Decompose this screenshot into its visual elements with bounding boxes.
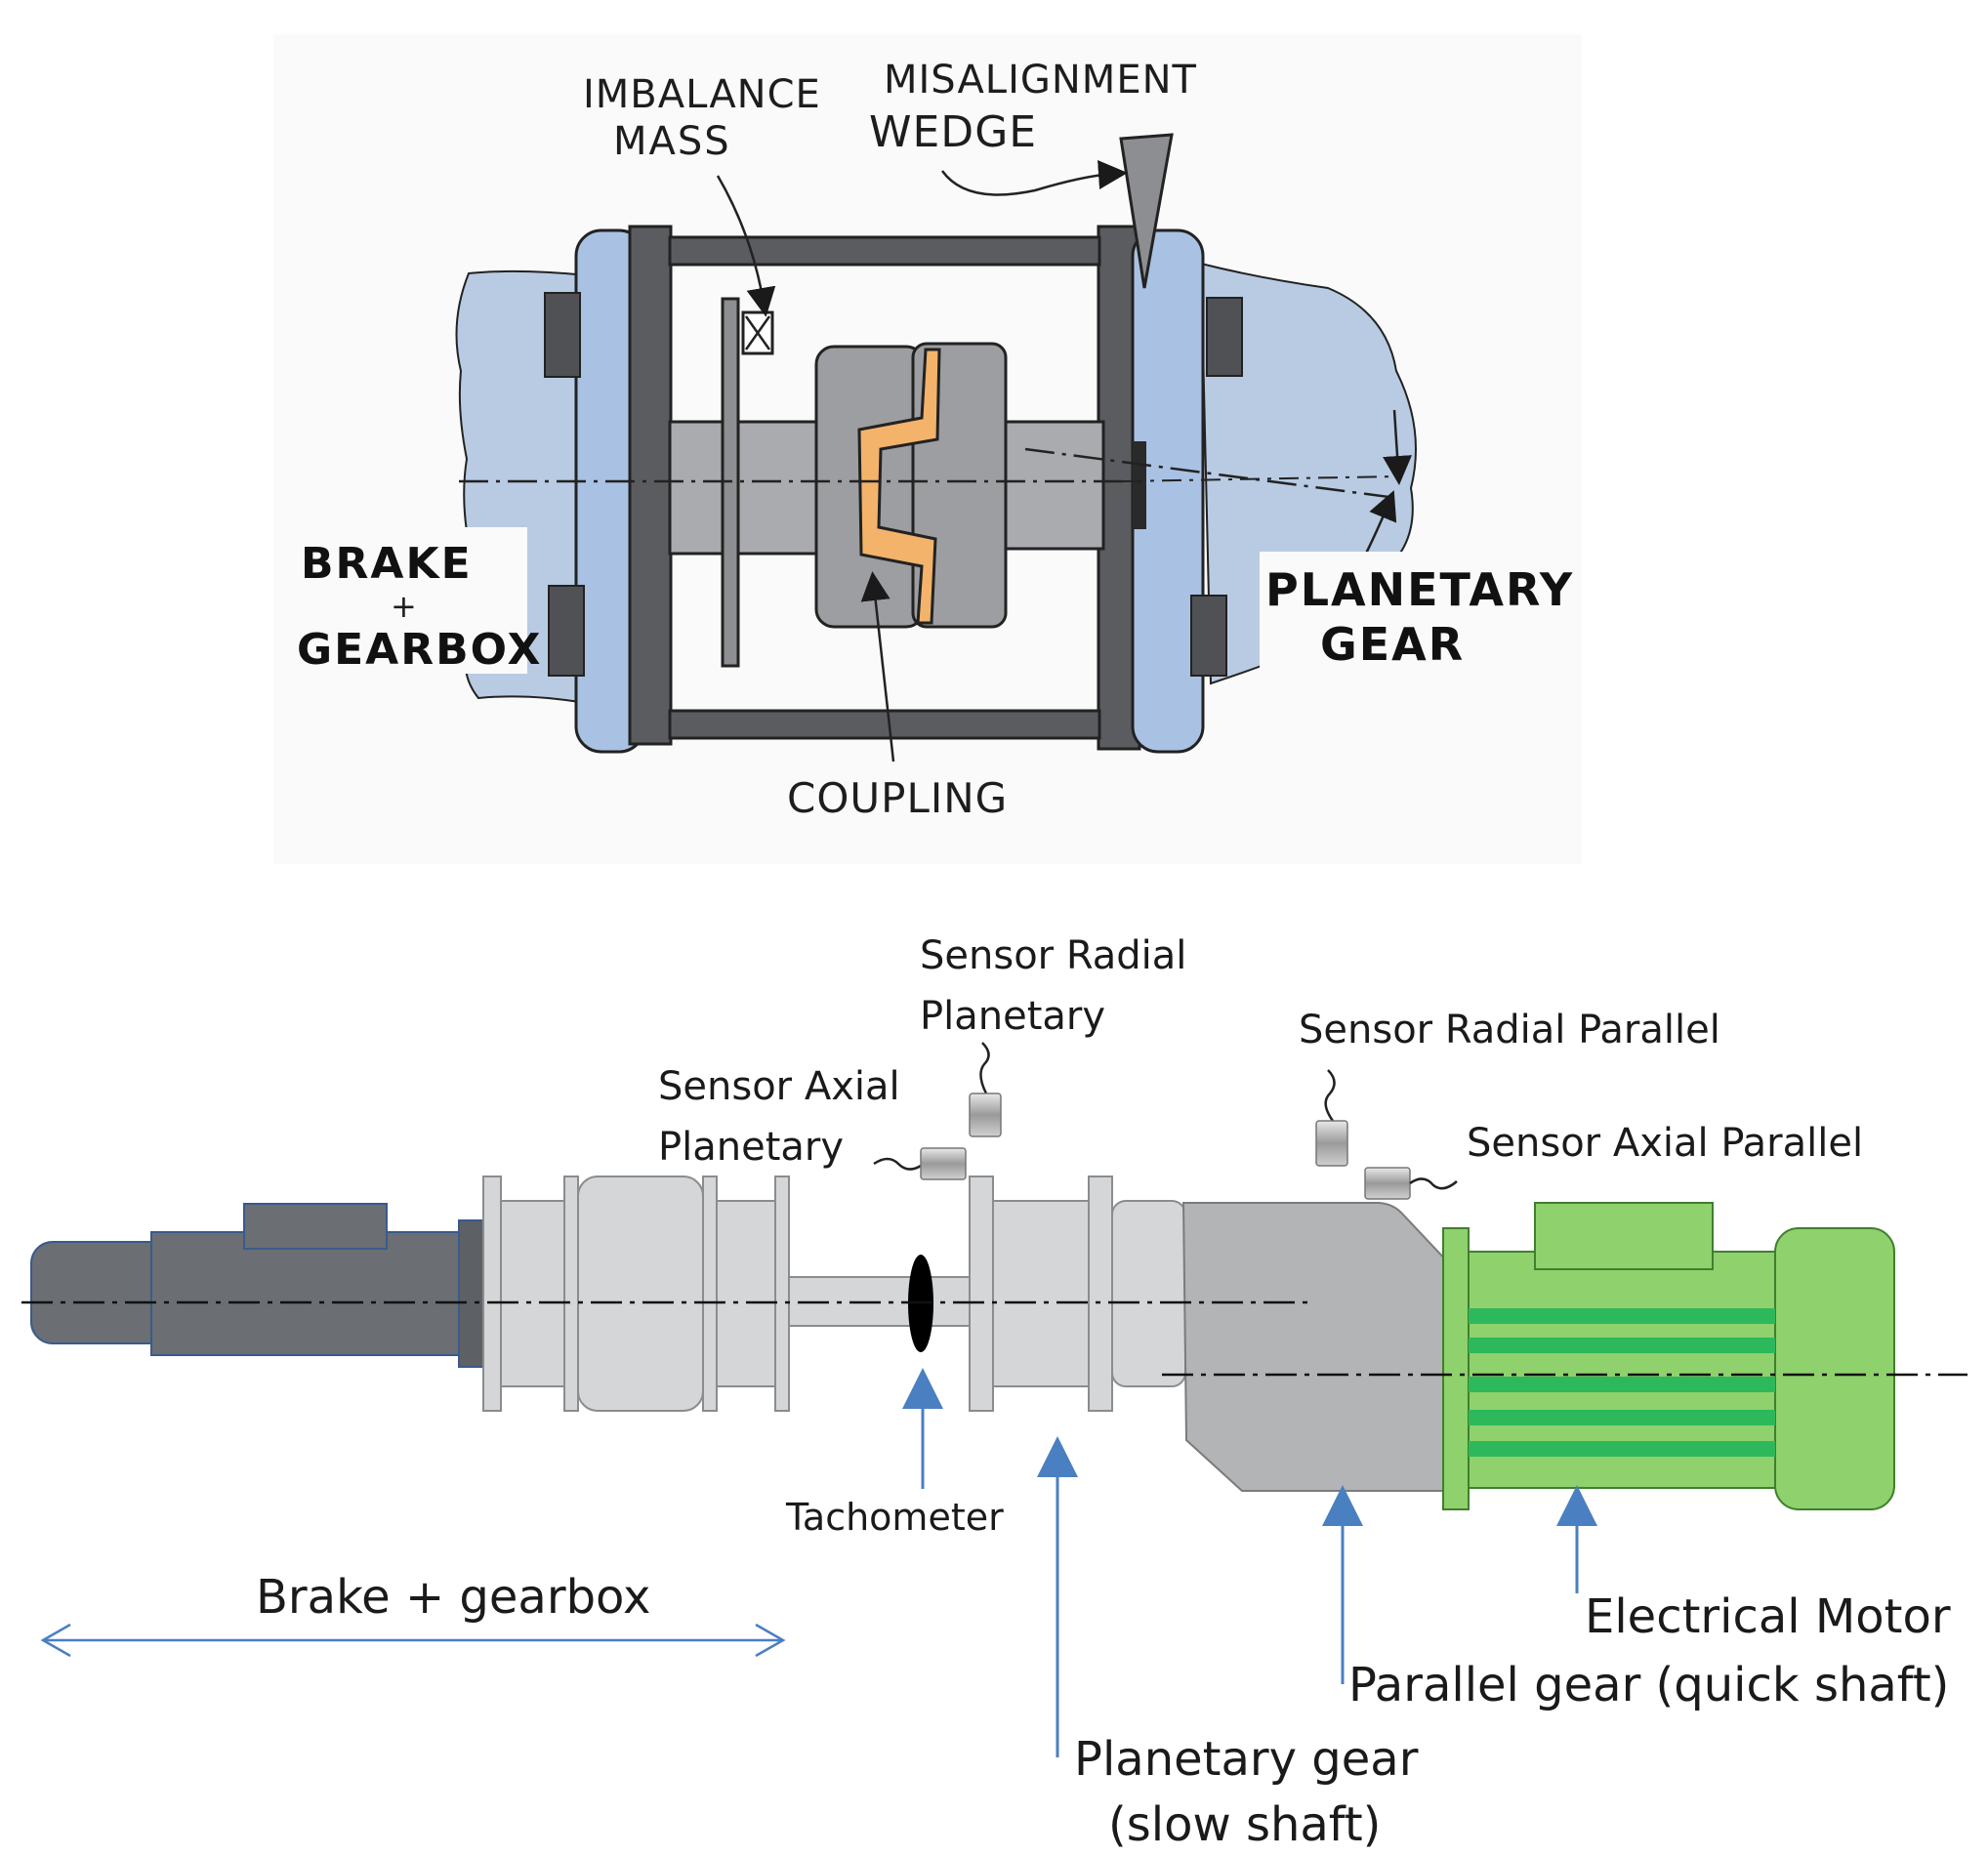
motor-fin [1469, 1338, 1775, 1353]
label-planetary-line1: PLANETARY [1265, 563, 1574, 616]
imbalance-pointer [716, 175, 776, 317]
coupling-spider [857, 348, 941, 625]
right-shaft-collar [1133, 441, 1146, 529]
sensor-cable [1324, 1069, 1336, 1122]
bolt-icon [544, 292, 581, 378]
gearbox-section-3 [716, 1200, 776, 1387]
label-imbalance-line2: MASS [613, 119, 731, 164]
label-brake-line1: BRAKE [301, 539, 473, 589]
bolt-icon [1206, 297, 1243, 377]
left-plate [628, 225, 673, 746]
label-parallel-gear: Parallel gear (quick shaft) [1348, 1658, 1949, 1712]
motor-fin [1469, 1410, 1775, 1425]
brake-body [150, 1231, 465, 1356]
reference-centerline [1122, 475, 1397, 482]
label-sensor-radial-planetary-2: Planetary [920, 994, 1105, 1039]
planetary-section [992, 1200, 1090, 1387]
motor-cooling-fins [1469, 1308, 1775, 1457]
gearbox-section-1 [500, 1200, 565, 1387]
gearbox-flange-2 [563, 1175, 579, 1412]
bolt-icon [548, 585, 585, 677]
misalignment-wedge [1119, 133, 1174, 289]
motor-terminal-box [1534, 1202, 1714, 1270]
gearbox-section-2 [577, 1175, 704, 1412]
label-electrical-motor: Electrical Motor [1585, 1589, 1951, 1644]
brake-flange [458, 1219, 485, 1368]
sensor-cable [979, 1042, 990, 1094]
planetary-flange-1 [969, 1175, 994, 1412]
span-left-arrowhead [40, 1623, 71, 1658]
motor-fin [1469, 1377, 1775, 1392]
motor-flange [1442, 1227, 1470, 1510]
label-brake-gearbox: Brake + gearbox [256, 1570, 650, 1625]
sensor-radial-parallel-icon [1315, 1120, 1348, 1167]
label-bg-planetary [1260, 552, 1543, 674]
misaligned-centerline [1024, 447, 1397, 500]
label-imbalance-line1: IMBALANCE [583, 72, 821, 117]
label-tachometer: Tachometer [785, 1496, 1004, 1539]
span-right-arrowhead [755, 1623, 786, 1658]
sensor-axial-parallel [1364, 1167, 1458, 1200]
sensor-axial-planetary [873, 1147, 967, 1180]
parallel-gear-housing [1181, 1202, 1451, 1492]
label-coupling: COUPLING [787, 774, 1008, 822]
planetary-cap [1111, 1200, 1186, 1387]
sketch-panel: IMBALANCE MASS MISALIGNMENT WEDGE BRAKE … [273, 34, 1582, 864]
wedge-pointer [940, 160, 1128, 196]
label-sensor-axial-planetary-1: Sensor Axial [658, 1064, 900, 1109]
label-brake-line2: GEARBOX [297, 625, 542, 675]
brake-gearbox-span [40, 1623, 786, 1658]
sensor-axial-planetary-icon [920, 1147, 967, 1180]
imbalance-mass-cross [744, 315, 771, 351]
label-planetary-gear-2: (slow shaft) [1108, 1797, 1381, 1852]
sensor-radial-parallel [1315, 1069, 1348, 1167]
planetary-flange-2 [1088, 1175, 1113, 1412]
motor-fin [1469, 1308, 1775, 1324]
coupling-pointer [860, 571, 895, 763]
sensor-cable [1409, 1177, 1458, 1190]
bottom-tie-bar [668, 709, 1101, 740]
left-shaft [668, 420, 818, 556]
label-planetary-gear-1: Planetary gear [1074, 1732, 1419, 1787]
label-sensor-axial-planetary-2: Planetary [658, 1125, 844, 1170]
bolt-icon [1190, 595, 1227, 677]
sensor-radial-planetary-icon [969, 1093, 1002, 1137]
sensor-cable [873, 1157, 922, 1171]
label-misalignment-line2: WEDGE [869, 107, 1037, 157]
angle-arrow-top [1383, 409, 1413, 485]
label-sensor-radial-planetary-1: Sensor Radial [920, 933, 1186, 978]
gearbox-flange-4 [774, 1175, 790, 1412]
label-sensor-axial-parallel: Sensor Axial Parallel [1467, 1121, 1863, 1166]
gearbox-flange-1 [482, 1175, 502, 1412]
motor-fin [1469, 1441, 1775, 1457]
top-tie-bar [668, 235, 1101, 267]
label-sensor-radial-parallel: Sensor Radial Parallel [1299, 1008, 1720, 1052]
label-bg-brake [293, 527, 527, 674]
label-brake-plus: + [391, 588, 417, 625]
motor-end-cap [1774, 1227, 1895, 1510]
schematic-panel: Sensor Radial Planetary Sensor Axial Pla… [21, 933, 1967, 1852]
sensor-axial-parallel-icon [1364, 1167, 1411, 1200]
label-planetary-line2: GEAR [1320, 618, 1465, 671]
sensor-radial-planetary [969, 1042, 1002, 1137]
brake-top-box [243, 1203, 388, 1250]
label-misalignment-line1: MISALIGNMENT [884, 58, 1197, 103]
gearbox-flange-3 [702, 1175, 718, 1412]
